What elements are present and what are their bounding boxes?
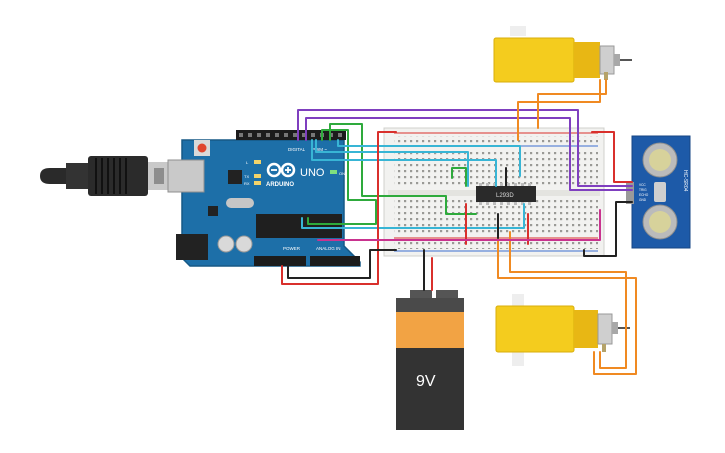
sensor-pin-trig: TRIG [639, 188, 647, 192]
l-led-label: L [246, 160, 249, 165]
arduino-brand-label: ARDUINO [266, 182, 294, 188]
on-led-label: ON [339, 171, 345, 176]
wire-magenta [317, 209, 601, 241]
arduino-uno-board: ARDUINO UNO DIGITAL PWM ~ POWER ANALOG I… [167, 130, 361, 267]
analog-header [310, 256, 360, 266]
wire-orange-motor-top-b [517, 79, 601, 141]
usb-cable [40, 156, 170, 196]
wire-red-sensor [591, 131, 633, 183]
sensor-model-label: HC-SR04 [682, 170, 688, 192]
wire-purple-trig [297, 109, 633, 187]
atmega-chip [256, 214, 342, 238]
wire-orange-motor-bottom-b [497, 231, 637, 375]
hc-sr04-sensor: HC-SR04 VCC TRIG ECHO GND [626, 135, 691, 249]
wire-orange-motor-top-a [537, 79, 607, 129]
power-label: POWER [283, 246, 301, 251]
wire-black-gnd [287, 249, 397, 279]
wire-green-a [329, 123, 477, 215]
wire-green-c [451, 167, 467, 187]
dc-motor-bottom [495, 294, 630, 366]
dc-motor-top [493, 26, 632, 83]
sensor-pin-echo: ECHO [639, 193, 649, 197]
wire-black-breadboard [497, 167, 507, 239]
arduino-logo [266, 162, 296, 178]
digital-label: DIGITAL [288, 147, 306, 152]
wire-red-vcc [281, 131, 397, 285]
digital-header [236, 130, 346, 140]
driver-chip-label: L293D [496, 193, 514, 199]
l293d-driver-chip: L293D [476, 183, 536, 205]
tx-led-label: TX [244, 174, 249, 179]
sensor-pin-vcc: VCC [639, 183, 646, 187]
wire-cyan-c [337, 139, 521, 177]
wire-cyan-b [311, 139, 497, 187]
wire-cyan-d [301, 203, 525, 229]
wire-purple-echo [305, 117, 633, 191]
analog-in-label: ANALOG IN [316, 246, 341, 251]
sensor-pin-gnd: GND [639, 198, 647, 202]
battery-label: 9V [416, 373, 436, 390]
wire-orange-motor-bottom-a [509, 231, 627, 369]
wire-cyan-a [315, 139, 469, 187]
reset-button [197, 143, 207, 153]
wire-green-b [307, 129, 377, 225]
power-header [254, 256, 306, 266]
battery-9v: 9V [396, 290, 464, 430]
wire-black-sensor [583, 201, 633, 257]
pwm-label: PWM ~ [312, 147, 327, 152]
arduino-model-label: UNO [300, 167, 325, 179]
rx-led-label: RX [244, 181, 250, 186]
